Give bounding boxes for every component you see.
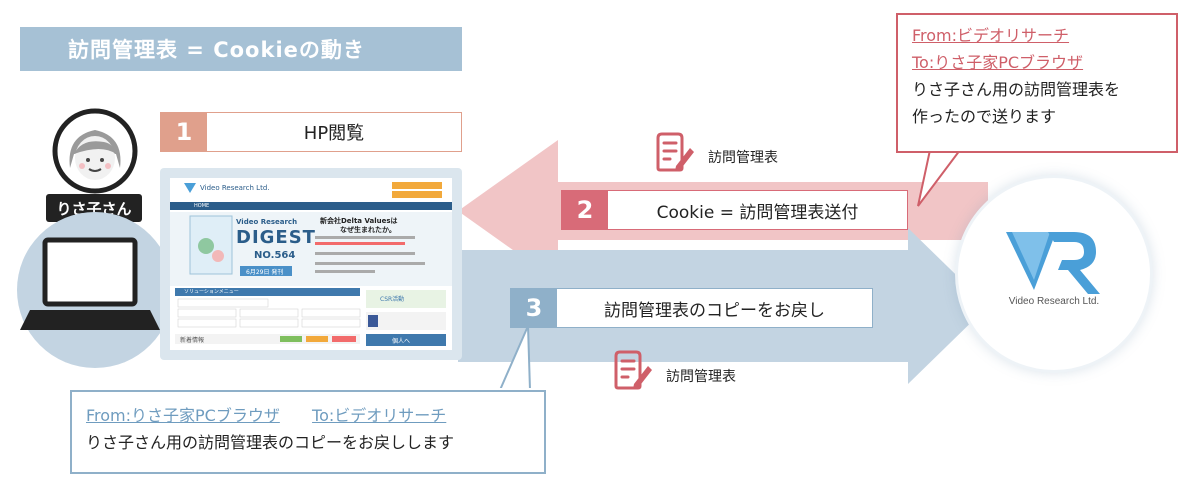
document-icon-bottom [614, 350, 652, 390]
callout-bottom-from: From:りさ子家PCブラウザ [86, 406, 280, 425]
contact-label: 個人へ [392, 338, 411, 345]
user-avatar [52, 108, 138, 194]
callout-bottom-line1: りさ子さん用の訪問管理表のコピーをお戻しします [86, 433, 455, 452]
step-1-label: HP閲覧 [207, 113, 461, 151]
document-label-bottom: 訪問管理表 [666, 369, 736, 385]
step-3-label: 訪問管理表のコピーをお戻し [557, 289, 872, 327]
digest-small: Video Research [236, 218, 298, 226]
digest-title: DIGEST [236, 227, 316, 248]
step-1-box: 1 HP閲覧 [160, 112, 462, 152]
step-2-box: 2 Cookie = 訪問管理表送付 [561, 190, 908, 230]
callout-top-tail [917, 150, 962, 207]
website-screenshot: Video Research Ltd. HOME Video Research … [160, 168, 462, 360]
callout-top-from: From:ビデオリサーチ [912, 26, 1070, 45]
csr-label: CSR活動 [380, 296, 405, 303]
callout-videoresearch: From:ビデオリサーチ To:りさ子家PCブラウザ りさ子さん用の訪問管理表を… [896, 13, 1178, 153]
digest-number: NO.564 [254, 250, 296, 261]
videoresearch-server: Video Research Ltd. [955, 175, 1153, 373]
callout-top-line1: りさ子さん用の訪問管理表を [912, 80, 1121, 99]
callout-browser: From:りさ子家PCブラウザ To:ビデオリサーチ りさ子さん用の訪問管理表の… [70, 390, 546, 474]
diagram-title: 訪問管理表 = Cookieの動き [20, 27, 462, 71]
callout-top-to: To:りさ子家PCブラウザ [912, 53, 1084, 72]
document-icon-top [656, 132, 694, 172]
news-headline: 新会社Delta Valuesは [320, 217, 398, 225]
news-section-label: 新着情報 [180, 337, 205, 344]
site-brand: Video Research Ltd. [200, 184, 270, 192]
company-name: Video Research Ltd. [1008, 296, 1100, 307]
step-3-box: 3 訪問管理表のコピーをお戻し [510, 288, 873, 328]
solution-menu-label: ソリューションメニュー [184, 289, 239, 295]
vr-logo-icon [1006, 232, 1100, 294]
callout-top-line2: 作ったので送ります [912, 107, 1057, 126]
site-nav-home: HOME [194, 203, 210, 209]
document-label-top: 訪問管理表 [708, 150, 778, 166]
step-1-number: 1 [161, 113, 207, 151]
laptop-icon [17, 212, 170, 368]
digest-date: 6月29日 発刊 [246, 269, 284, 276]
callout-bottom-to: To:ビデオリサーチ [312, 406, 447, 425]
news-headline-2: なぜ生まれたか。 [340, 226, 396, 234]
step-3-number: 3 [511, 289, 557, 327]
callout-bottom-tail [498, 326, 532, 392]
step-2-label: Cookie = 訪問管理表送付 [608, 191, 907, 229]
step-2-number: 2 [562, 191, 608, 229]
